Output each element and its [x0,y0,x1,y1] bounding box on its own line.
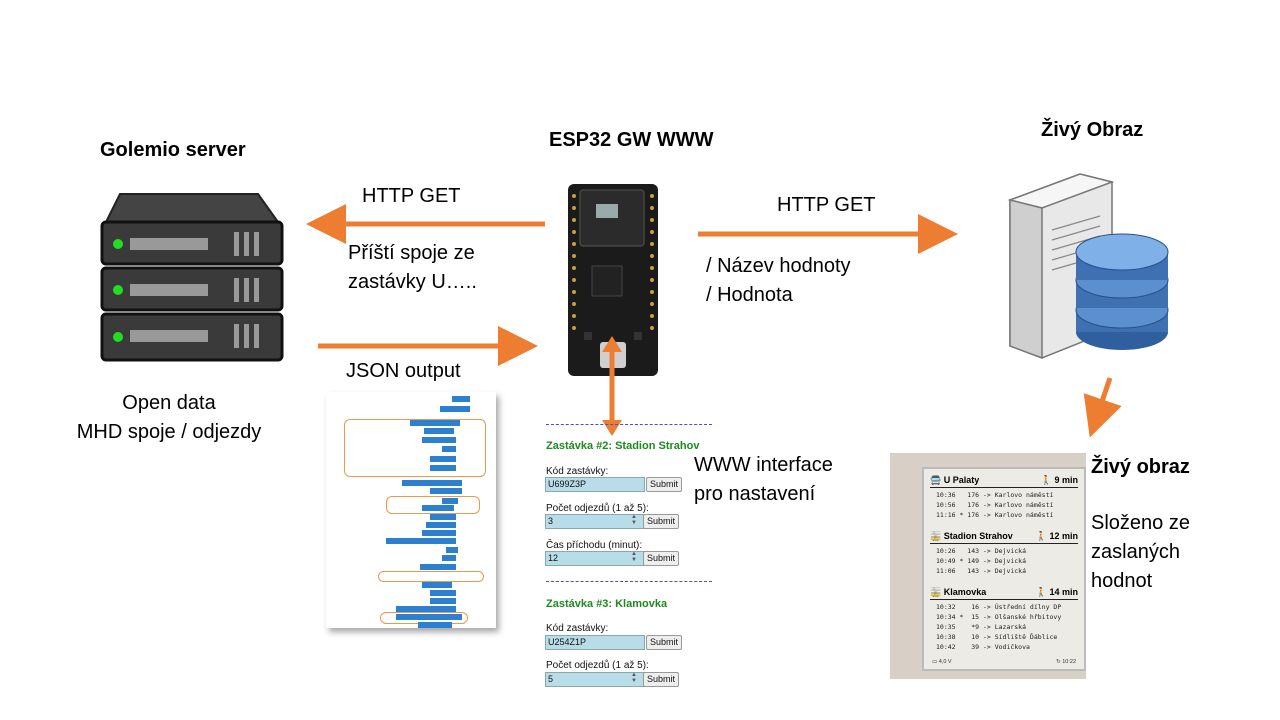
walk-icon: 🚶 [1040,475,1052,485]
esp32-title: ESP32 GW WWW [549,129,714,151]
stop2-header: 🚋 Stadion Strahov 🚶 12 min [930,529,1078,544]
stop3-row: 10:34 * 15 -> Olšanské hřbitovy [936,613,1062,621]
e-paper-display-photo: 🚍 U Palaty 🚶 9 min 10:36 176 -> Karlovo … [890,453,1086,679]
zivy-obraz-display-title: Živý obraz [1091,456,1190,478]
walk-icon: 🚶 [1035,531,1047,541]
http-get-right-label: HTTP GET [777,194,876,216]
form-separator-middle [546,581,712,582]
cas2-stepper-icon[interactable]: ▲▼ [631,551,637,563]
nazev-hodnoty-label: / Název hodnoty / Hodnota [706,255,851,306]
stop1-row: 10:36 176 -> Karlovo náměstí [936,491,1054,499]
zone3-title: Zastávka #3: Klamovka [546,598,668,610]
pocet3-input[interactable]: 5 [545,672,645,687]
golemio-title: Golemio server [100,139,246,161]
submit-kod3-button[interactable]: Submit [646,635,682,650]
pristi-spoje-label: Příští spoje ze zastávky U….. [348,242,477,293]
submit-kod2-button[interactable]: Submit [646,477,682,492]
form-separator-top [546,424,712,425]
open-data-label: Open data MHD spoje / odjezdy [76,392,262,443]
pocet3-stepper-icon[interactable]: ▲▼ [631,672,637,684]
stop2-row: 10:26 143 -> Dejvická [936,547,1027,555]
esp32-board-icon [568,184,658,376]
zone2-title: Zastávka #2: Stadion Strahov [546,440,700,452]
stop3-row: 10:42 39 -> Vodičkova [936,643,1030,651]
database-icon [1075,233,1169,350]
json-output-label: JSON output [346,360,461,382]
json-output-thumbnail [326,392,496,628]
stop3-row: 10:32 16 -> Ústřední dílny DP [936,603,1062,611]
e-paper-screen: 🚍 U Palaty 🚶 9 min 10:36 176 -> Karlovo … [922,467,1086,671]
slozeno-label: Složeno ze zaslaných hodnot [1091,512,1190,592]
stop2-row: 11:06 143 -> Dejvická [936,567,1027,575]
zivy-obraz-server-icon [1007,173,1169,360]
http-get-left-label: HTTP GET [362,185,461,207]
clock-status: ↻ 10:22 [1056,659,1076,665]
zivy-obraz-title: Živý Obraz [1041,119,1144,141]
pocet2-input[interactable]: 3 [545,514,645,529]
kod3-label: Kód zastávky: [546,623,609,634]
stop1-row: 11:16 * 176 -> Karlovo náměstí [936,511,1054,519]
submit-pocet2-button[interactable]: Submit [643,514,679,529]
submit-cas2-button[interactable]: Submit [643,551,679,566]
walk-icon: 🚶 [1035,587,1047,597]
stop3-row: 10:35 *9 -> Lazarská [936,623,1027,631]
kod2-input[interactable]: U699Z3P [545,477,645,492]
pocet2-stepper-icon[interactable]: ▲▼ [631,514,637,526]
kod-label: Kód zastávky: [546,466,609,477]
cas-label: Čas příchodu (minut): [546,540,643,551]
pocet-label: Počet odjezdů (1 až 5): [546,503,649,514]
battery-status: ▭ 4,0 V [932,659,952,665]
refresh-icon: ↻ [1056,659,1061,665]
battery-icon: ▭ [932,659,938,665]
server-rack-icon [100,193,284,362]
arrow-to-display [1083,377,1122,438]
kod3-input[interactable]: U254Z1P [545,635,645,650]
cas2-input[interactable]: 12 [545,551,645,566]
tram-icon: 🚋 [930,531,942,541]
bus-icon: 🚍 [930,475,942,485]
pocet3-label: Počet odjezdů (1 až 5): [546,660,649,671]
stop1-header: 🚍 U Palaty 🚶 9 min [930,473,1078,488]
stop1-row: 10:56 176 -> Karlovo náměstí [936,501,1054,509]
tram-icon: 🚋 [930,587,942,597]
stop2-row: 10:49 * 149 -> Dejvická [936,557,1027,565]
www-interface-label: WWW interface pro nastavení [694,454,833,505]
stop3-header: 🚋 Klamovka 🚶 14 min [930,585,1078,600]
stop3-row: 10:38 10 -> Sídliště Ďáblice [936,633,1058,641]
submit-pocet3-button[interactable]: Submit [643,672,679,687]
